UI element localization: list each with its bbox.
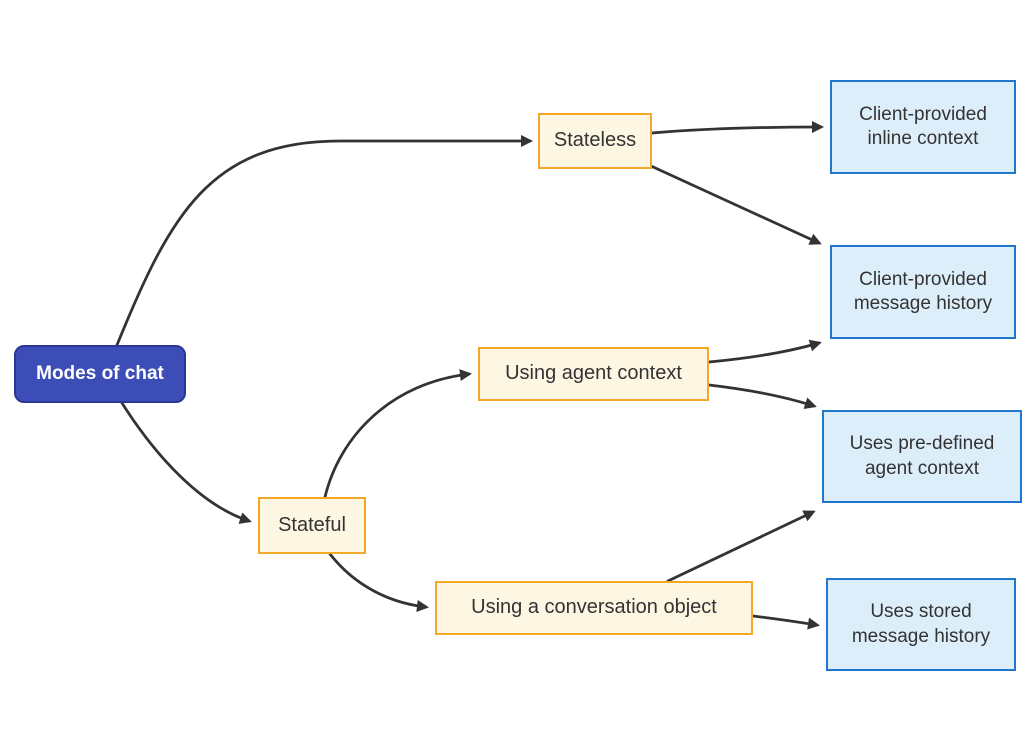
node-client-provided-inline-context-label: Client-provided inline context [859, 103, 987, 149]
edge-agent-context-to-predefined-context [707, 383, 817, 409]
edge-conversation-to-stored-history [751, 614, 820, 630]
edge-stateful-to-conversation [328, 552, 429, 612]
edge-stateless-to-message-history [649, 164, 822, 245]
node-uses-stored-message-history: Uses stored message history [826, 578, 1016, 671]
edge-modes-to-stateful [120, 401, 252, 524]
node-client-provided-message-history: Client-provided message history [830, 245, 1016, 339]
node-modes-of-chat-label: Modes of chat [36, 362, 164, 384]
edge-stateless-to-inline-context [650, 121, 824, 135]
edge-stateful-to-agent-context [323, 369, 472, 499]
node-modes-of-chat: Modes of chat [14, 345, 186, 403]
edge-conversation-to-predefined-context [666, 510, 816, 583]
node-stateless: Stateless [538, 113, 652, 169]
node-stateful: Stateful [258, 497, 366, 554]
node-using-agent-context: Using agent context [478, 347, 709, 401]
node-using-a-conversation-object: Using a conversation object [435, 581, 753, 635]
node-uses-stored-message-history-label: Uses stored message history [851, 601, 991, 647]
node-using-agent-context-label: Using agent context [505, 362, 682, 385]
node-client-provided-message-history-label: Client-provided message history [853, 268, 993, 314]
node-uses-predefined-agent-context: Uses pre-defined agent context [822, 410, 1022, 503]
node-using-a-conversation-object-label: Using a conversation object [471, 596, 717, 619]
node-stateless-label: Stateless [553, 129, 637, 152]
node-client-provided-inline-context: Client-provided inline context [830, 80, 1016, 174]
edge-agent-context-to-message-history [707, 339, 822, 364]
node-uses-predefined-agent-context-label: Uses pre-defined agent context [849, 433, 995, 479]
edge-modes-to-stateless [115, 135, 533, 347]
node-stateful-label: Stateful [278, 513, 346, 536]
